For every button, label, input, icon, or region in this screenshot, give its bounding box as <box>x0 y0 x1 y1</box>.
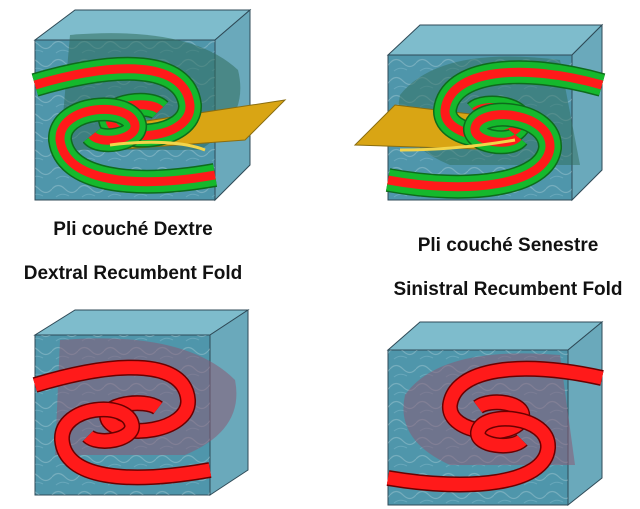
block-side-face <box>571 23 603 202</box>
fault-trace <box>109 140 206 152</box>
fold-layer-red-upper <box>443 362 604 439</box>
caption-dextral-french: Pli couché Dextre <box>53 219 213 240</box>
block-model-dextral-layered <box>31 8 287 202</box>
caption-sinistral-french: Pli couché Senestre <box>417 235 599 256</box>
fault-trace <box>399 138 516 152</box>
block-top-face <box>386 321 604 351</box>
fold-layer-red-lower <box>386 412 555 491</box>
fold-layer-red-lower <box>387 110 555 192</box>
block-top-face <box>386 24 604 56</box>
caption-dextral-english: Dextral Recumbent Fold <box>23 263 243 284</box>
fold-layer-red-lower <box>55 402 212 484</box>
block-model-sinistral-single <box>386 320 604 507</box>
caption-sinistral-english: Sinistral Recumbent Fold <box>393 279 623 300</box>
fold-layer-red-lower <box>55 104 216 187</box>
block-model-sinistral-layered <box>353 23 606 202</box>
block-model-dextral-single <box>32 309 250 496</box>
block-side-face <box>567 320 603 507</box>
